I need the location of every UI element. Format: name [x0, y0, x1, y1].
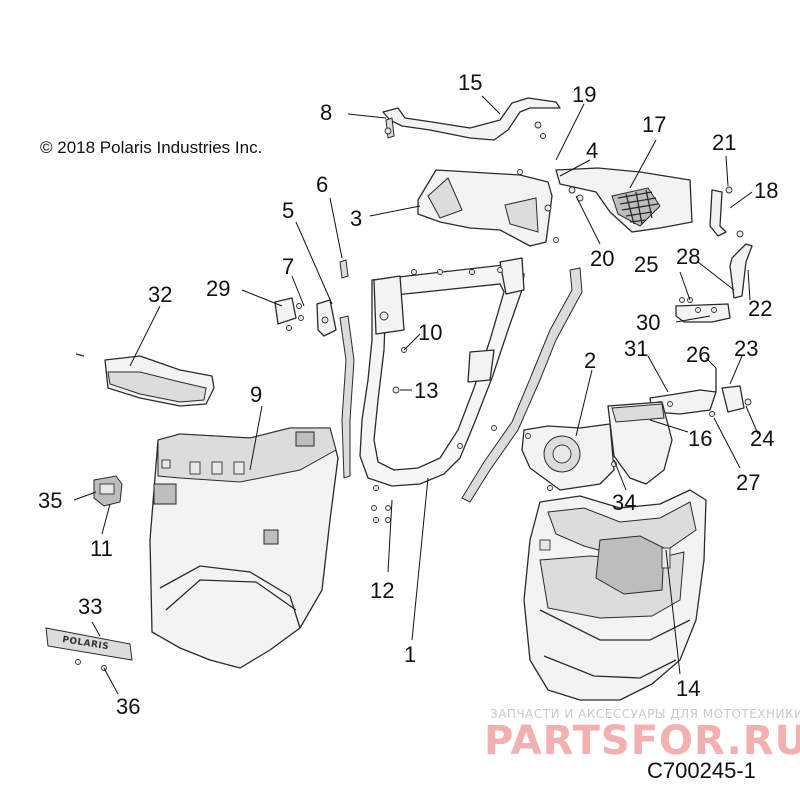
callout-17: 17: [642, 112, 666, 137]
callout-4: 4: [586, 138, 598, 163]
callout-20: 20: [590, 246, 614, 271]
part-dash-bracket: [417, 169, 559, 247]
part-door-seals: [339, 267, 583, 503]
part-latch-hardware: [274, 259, 349, 337]
callout-23: 23: [734, 336, 758, 361]
callout-36: 36: [116, 694, 140, 719]
callout-34: 34: [612, 490, 636, 515]
part-right-door-panel: [523, 489, 707, 701]
part-door-handle: [93, 475, 123, 507]
part-left-door-panel: [149, 427, 339, 669]
callout-5: 5: [282, 198, 294, 223]
part-door-frame: [359, 257, 525, 491]
diagram-code: C700245-1: [647, 758, 756, 783]
callout-1: 1: [404, 642, 416, 667]
part-upper-rail: [382, 97, 561, 141]
callout-19: 19: [572, 82, 596, 107]
part-door-pocket: [607, 401, 673, 485]
callout-15: 15: [458, 70, 482, 95]
callout-6: 6: [316, 172, 328, 197]
part-fasteners: [371, 386, 400, 523]
callout-26: 26: [686, 342, 710, 367]
callout-18: 18: [754, 178, 778, 203]
watermark-brand: PARTSFOR.RU: [484, 718, 800, 764]
callout-35: 35: [38, 488, 62, 513]
callout-13: 13: [414, 378, 438, 403]
callout-29: 29: [206, 276, 230, 301]
callout-33: 33: [78, 594, 102, 619]
callout-11: 11: [90, 536, 113, 561]
callout-9: 9: [250, 382, 262, 407]
callout-32: 32: [148, 282, 172, 307]
part-mesh-panel: [555, 167, 693, 233]
part-right-brackets: [709, 186, 753, 299]
part-arm-rest: [75, 353, 215, 407]
leader-lines: [73, 95, 759, 695]
callout-10: 10: [418, 320, 442, 345]
callout-25: 25: [634, 252, 658, 277]
callout-14: 14: [676, 676, 700, 701]
watermark: ЗАПЧАСТИ И АКСЕССУАРЫ ДЛЯ МОТОТЕХНИКИ PA…: [484, 707, 800, 764]
callout-7: 7: [282, 254, 294, 279]
copyright-text: © 2018 Polaris Industries Inc.: [40, 138, 262, 157]
callout-2: 2: [584, 348, 596, 373]
callout-24: 24: [750, 426, 774, 451]
callout-31: 31: [624, 336, 648, 361]
callout-3: 3: [350, 206, 362, 231]
callout-8: 8: [320, 100, 332, 125]
part-logo-plate: POLARIS: [45, 627, 133, 671]
callout-30: 30: [636, 310, 660, 335]
callout-12: 12: [370, 578, 394, 603]
callout-27: 27: [736, 470, 760, 495]
callout-labels: 8 15 19 4 17 21 18 6 5 3 20 25 28 7 29 3…: [38, 70, 778, 719]
watermark-tagline: ЗАПЧАСТИ И АКСЕССУАРЫ ДЛЯ МОТОТЕХНИКИ: [490, 707, 800, 721]
callout-16: 16: [688, 426, 712, 451]
callout-22: 22: [748, 296, 772, 321]
part-hinge-bracket: [521, 423, 617, 491]
callout-28: 28: [676, 244, 700, 269]
callout-21: 21: [712, 130, 736, 155]
